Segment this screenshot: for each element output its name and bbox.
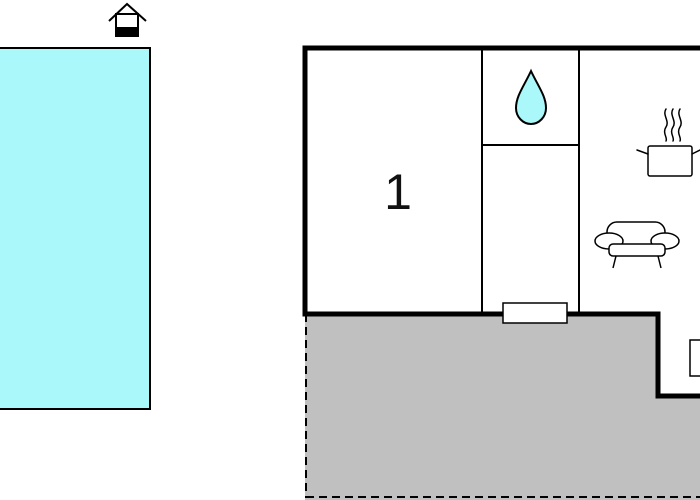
water-drop-icon bbox=[514, 68, 548, 126]
pool bbox=[0, 47, 151, 410]
sofa-icon bbox=[594, 221, 680, 269]
cooking-pot-icon bbox=[636, 108, 700, 177]
house-interior bbox=[305, 48, 700, 396]
window-right bbox=[689, 339, 700, 377]
window bbox=[502, 302, 568, 324]
terrace bbox=[305, 314, 700, 500]
room-label-1: 1 bbox=[384, 164, 412, 220]
house-icon bbox=[108, 2, 147, 37]
